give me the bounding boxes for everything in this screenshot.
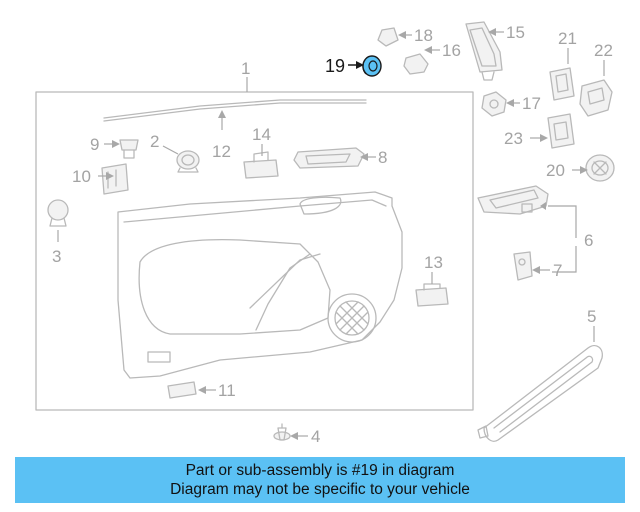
clip-part-16 <box>403 53 429 75</box>
callout-3: 3 <box>52 247 61 266</box>
banner-line-1: Part or sub-assembly is #19 in diagram <box>185 462 455 479</box>
highlighted-part-19 <box>362 55 382 77</box>
callout-6: 6 <box>584 231 593 250</box>
door-trim-panel <box>117 191 403 379</box>
switch-part-21 <box>549 67 575 101</box>
callout-17: 17 <box>522 94 541 113</box>
nut-part-18 <box>377 27 399 47</box>
callout-1: 1 <box>241 59 250 78</box>
callout-10: 10 <box>72 167 91 186</box>
clip-part-9 <box>119 139 139 159</box>
callout-18: 18 <box>414 26 433 45</box>
switch-part-23 <box>547 113 575 149</box>
screw-part-4 <box>273 423 291 441</box>
module-part-13 <box>415 283 449 307</box>
callout-14: 14 <box>252 125 271 144</box>
callout-23: 23 <box>504 129 523 148</box>
callout-12: 12 <box>212 142 231 161</box>
switch-part-14 <box>243 151 279 179</box>
grommet-part-2 <box>176 150 200 173</box>
callout-22: 22 <box>594 41 613 60</box>
banner-line-2: Diagram may not be specific to your vehi… <box>170 481 470 498</box>
lens-part-11 <box>167 381 197 399</box>
grommet-part-17 <box>481 91 507 117</box>
parts-diagram: 1 12 9 2 10 <box>35 21 615 446</box>
mirror-trim-part-15 <box>465 21 503 81</box>
sill-trim-part-5 <box>477 344 603 442</box>
callout-4: 4 <box>311 427 320 446</box>
handle-part-8 <box>293 147 365 169</box>
bracket-part-10 <box>101 163 129 195</box>
speaker-part-20 <box>585 154 615 182</box>
clip-part-7 <box>513 251 533 281</box>
callout-7: 7 <box>553 261 562 280</box>
callout-13: 13 <box>424 253 443 272</box>
callout-21: 21 <box>558 29 577 48</box>
callout-5: 5 <box>587 307 596 326</box>
door-panel-frame <box>35 91 474 411</box>
callout-2: 2 <box>150 132 159 151</box>
callout-19: 19 <box>325 56 345 76</box>
bezel-part-6 <box>477 185 549 215</box>
push-pin-part-3 <box>47 199 69 227</box>
callout-20: 20 <box>546 161 565 180</box>
callout-9: 9 <box>90 135 99 154</box>
weatherstrip <box>103 99 367 119</box>
callout-16: 16 <box>442 41 461 60</box>
callout-8: 8 <box>378 148 387 167</box>
info-banner: Part or sub-assembly is #19 in diagram D… <box>15 457 625 503</box>
callout-11: 11 <box>218 381 236 400</box>
switch-part-22 <box>579 79 613 117</box>
callout-15: 15 <box>506 23 525 42</box>
